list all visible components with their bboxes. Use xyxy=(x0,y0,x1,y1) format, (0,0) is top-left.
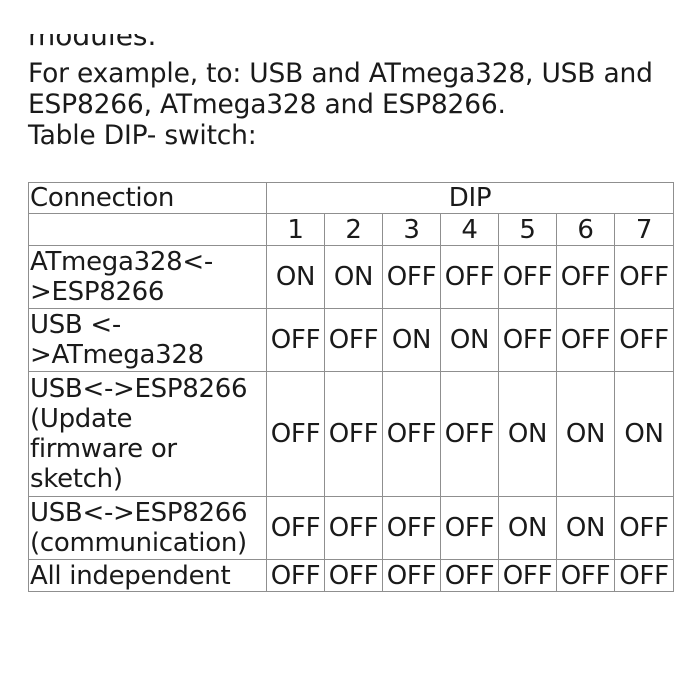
connection-cell: All independent xyxy=(28,559,267,592)
switch-state-cell: OFF xyxy=(266,496,325,560)
switch-state-cell: OFF xyxy=(382,245,441,309)
intro-paragraph: For example, to: USB and ATmega328, USB … xyxy=(28,58,698,151)
switch-state-cell: OFF xyxy=(556,559,615,592)
switch-state-cell: OFF xyxy=(324,496,383,560)
table-caption: Table DIP- switch: xyxy=(28,120,257,151)
switch-state-cell: OFF xyxy=(266,371,325,497)
connection-cell: USB <- >ATmega328 xyxy=(28,308,267,372)
switch-state-cell: OFF xyxy=(266,308,325,372)
switch-state-cell: OFF xyxy=(382,559,441,592)
empty-cell xyxy=(28,213,267,246)
cut-off-text: modules. xyxy=(28,34,156,48)
switch-state-cell: OFF xyxy=(266,559,325,592)
switch-state-cell: OFF xyxy=(382,496,441,560)
connection-cell: USB<->ESP8266 (communication) xyxy=(28,496,267,560)
switch-state-cell: ON xyxy=(266,245,325,309)
switch-state-cell: OFF xyxy=(614,496,674,560)
dip-number-6: 6 xyxy=(556,213,615,246)
switch-state-cell: ON xyxy=(614,371,674,497)
switch-state-cell: OFF xyxy=(324,559,383,592)
dip-number-3: 3 xyxy=(382,213,441,246)
switch-state-cell: OFF xyxy=(440,245,499,309)
switch-state-cell: OFF xyxy=(556,245,615,309)
switch-state-cell: ON xyxy=(556,496,615,560)
switch-state-cell: OFF xyxy=(382,371,441,497)
intro-line-2: ESP8266, ATmega328 and ESP8266. xyxy=(28,89,506,120)
connection-cell: USB<->ESP8266 (Update firmware or sketch… xyxy=(28,371,267,497)
switch-state-cell: OFF xyxy=(498,308,557,372)
switch-state-cell: OFF xyxy=(324,371,383,497)
switch-state-cell: OFF xyxy=(614,245,674,309)
table-row: USB<->ESP8266 (communication) OFF OFF OF… xyxy=(28,496,674,560)
switch-state-cell: OFF xyxy=(614,559,674,592)
intro-line-1: For example, to: USB and ATmega328, USB … xyxy=(28,58,653,89)
switch-state-cell: ON xyxy=(498,496,557,560)
dip-number-row: 1 2 3 4 5 6 7 xyxy=(28,213,674,246)
switch-state-cell: OFF xyxy=(614,308,674,372)
dip-number-5: 5 xyxy=(498,213,557,246)
switch-state-cell: OFF xyxy=(498,245,557,309)
switch-state-cell: OFF xyxy=(324,308,383,372)
dip-switch-table: Connection DIP 1 2 3 4 5 6 7 ATmega328<-… xyxy=(28,182,674,592)
header-dip: DIP xyxy=(266,182,674,214)
dip-number-4: 4 xyxy=(440,213,499,246)
switch-state-cell: OFF xyxy=(556,308,615,372)
switch-state-cell: ON xyxy=(324,245,383,309)
switch-state-cell: OFF xyxy=(440,496,499,560)
switch-state-cell: OFF xyxy=(440,371,499,497)
switch-state-cell: ON xyxy=(556,371,615,497)
dip-number-2: 2 xyxy=(324,213,383,246)
table-row: USB <- >ATmega328 OFF OFF ON ON OFF OFF … xyxy=(28,308,674,372)
switch-state-cell: ON xyxy=(440,308,499,372)
header-connection: Connection xyxy=(28,182,267,214)
switch-state-cell: ON xyxy=(382,308,441,372)
connection-cell: ATmega328<- >ESP8266 xyxy=(28,245,267,309)
switch-state-cell: OFF xyxy=(498,559,557,592)
switch-state-cell: ON xyxy=(498,371,557,497)
cut-off-text-line: modules. xyxy=(28,34,156,48)
table-header-row: Connection DIP xyxy=(28,182,674,214)
switch-state-cell: OFF xyxy=(440,559,499,592)
table-row: ATmega328<- >ESP8266 ON ON OFF OFF OFF O… xyxy=(28,245,674,309)
dip-number-7: 7 xyxy=(614,213,674,246)
table-row: All independent OFF OFF OFF OFF OFF OFF … xyxy=(28,559,674,592)
table-row: USB<->ESP8266 (Update firmware or sketch… xyxy=(28,371,674,497)
dip-number-1: 1 xyxy=(266,213,325,246)
